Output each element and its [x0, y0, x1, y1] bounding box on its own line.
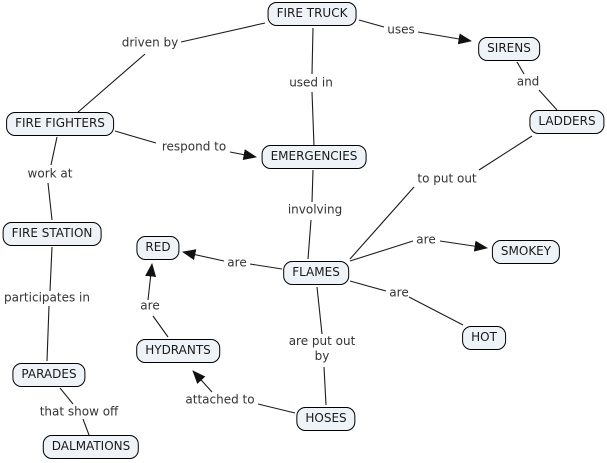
connection-line: [323, 366, 327, 406]
concept-node-fire-fighters[interactable]: FIRE FIGHTERS: [6, 112, 114, 136]
linking-phrase-that-show-off[interactable]: that show off: [39, 404, 119, 419]
connection-line: [516, 61, 525, 75]
linking-phrase-participates-in[interactable]: participates in: [4, 290, 90, 305]
connection-line: [311, 169, 314, 203]
concept-node-hot[interactable]: HOT: [462, 326, 506, 350]
connection-line: [76, 53, 146, 114]
concept-node-hoses[interactable]: HOSES: [296, 407, 356, 431]
connection-line: [307, 219, 312, 260]
connection-line: [349, 240, 414, 262]
concept-node-parades[interactable]: PARADES: [12, 363, 86, 387]
concept-node-flames[interactable]: FLAMES: [283, 261, 349, 285]
linking-phrase-driven-by[interactable]: driven by: [121, 35, 179, 50]
connection-line: [50, 136, 58, 166]
connection-line: [145, 263, 157, 301]
linking-phrase-used-in[interactable]: used in: [289, 75, 333, 90]
linking-phrase-are-hydrants-red[interactable]: are: [140, 298, 160, 313]
concept-node-fire-truck[interactable]: FIRE TRUCK: [267, 2, 357, 26]
linking-phrase-involving[interactable]: involving: [287, 202, 343, 217]
concept-node-ladders[interactable]: LADDERS: [529, 110, 605, 134]
linking-phrase-respond-to[interactable]: respond to: [161, 139, 227, 154]
connection-line: [349, 280, 387, 292]
connection-line: [478, 135, 533, 171]
connection-line: [311, 91, 315, 147]
connection-line: [249, 263, 283, 270]
linking-phrase-work-at[interactable]: work at: [27, 166, 73, 181]
linking-phrase-are-flames-hot[interactable]: are: [389, 285, 409, 300]
connection-line: [182, 249, 225, 262]
connection-line: [47, 182, 53, 221]
connection-line: [358, 19, 385, 28]
linking-phrase-and[interactable]: and: [516, 74, 540, 89]
concept-node-sirens[interactable]: SIRENS: [478, 37, 540, 61]
concept-node-dalmations[interactable]: DALMATIONS: [42, 435, 140, 459]
connection-line: [46, 305, 50, 362]
linking-phrase-are-put-out-by[interactable]: are put out by: [288, 334, 356, 363]
connection-line: [82, 418, 90, 436]
connection-line: [408, 296, 464, 326]
concept-node-emergencies[interactable]: EMERGENCIES: [261, 145, 367, 169]
connection-line: [229, 149, 257, 161]
linking-phrase-are-flames-red[interactable]: are: [227, 255, 247, 270]
concept-node-smokey[interactable]: SMOKEY: [491, 240, 561, 264]
connection-line: [114, 130, 157, 144]
connection-line: [349, 186, 415, 260]
linking-phrase-attached-to[interactable]: attached to: [185, 392, 255, 407]
concept-node-red[interactable]: RED: [136, 236, 180, 260]
connection-line: [152, 315, 169, 338]
connection-line: [192, 370, 213, 393]
connection-line: [180, 22, 266, 43]
connection-line: [538, 89, 558, 111]
connection-line: [316, 286, 323, 335]
connection-line: [257, 403, 296, 414]
connection-line: [59, 387, 74, 405]
connection-line: [439, 240, 488, 252]
linking-phrase-to-put-out[interactable]: to put out: [417, 171, 477, 186]
connection-line: [417, 31, 472, 45]
connection-line: [311, 27, 314, 75]
concept-node-fire-station[interactable]: FIRE STATION: [2, 222, 102, 246]
concept-node-hydrants[interactable]: HYDRANTS: [136, 339, 220, 363]
connection-line: [49, 246, 53, 292]
linking-phrase-are-flames-smokey[interactable]: are: [416, 232, 436, 247]
linking-phrase-uses[interactable]: uses: [387, 22, 415, 37]
